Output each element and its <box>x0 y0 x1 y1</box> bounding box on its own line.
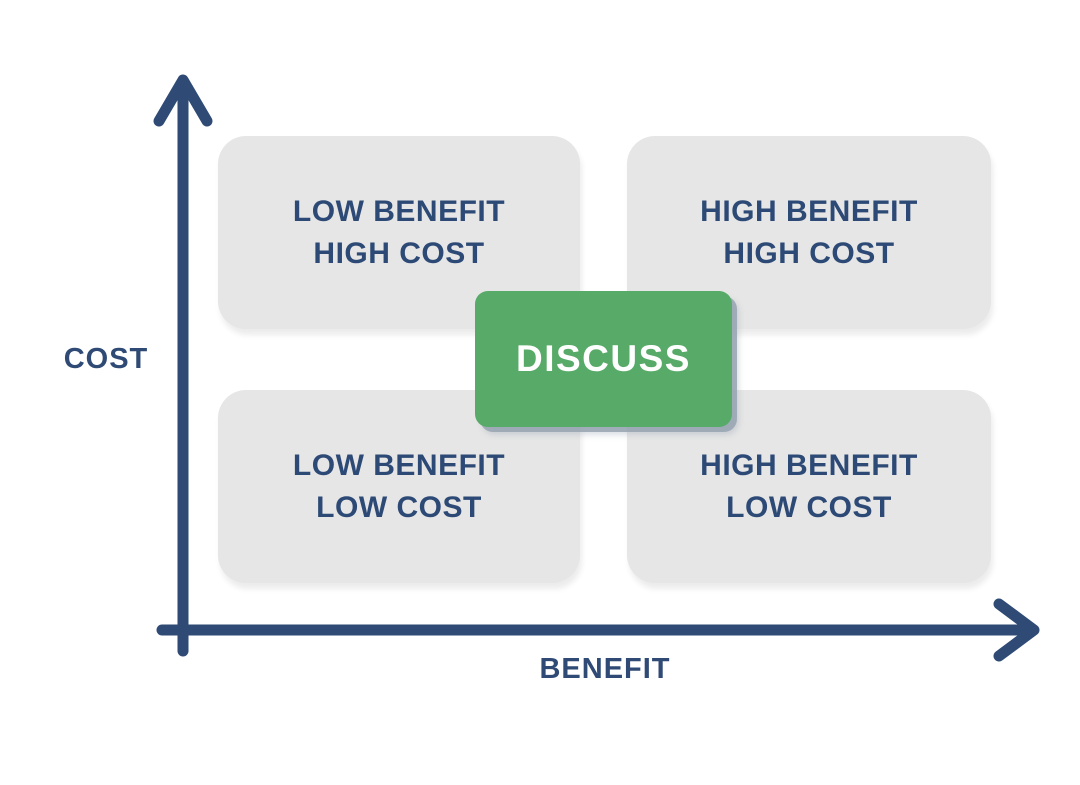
quadrant-label-line1: HIGH BENEFIT <box>700 194 918 228</box>
quadrant-label-line2: HIGH COST <box>313 236 485 270</box>
quadrant-label-line2: HIGH COST <box>723 236 895 270</box>
y-axis-label: COST <box>63 343 149 375</box>
x-axis-label: BENEFIT <box>539 653 671 685</box>
quadrant-label-line1: LOW BENEFIT <box>292 448 506 482</box>
x-axis-arrowhead-icon <box>993 598 1040 662</box>
quadrant-label-line1: HIGH BENEFIT <box>700 448 918 482</box>
quadrant-low-benefit-high-cost: LOW BENEFIT HIGH COST <box>218 136 580 329</box>
quadrant-label-line1: LOW BENEFIT <box>292 194 506 228</box>
quadrant-label-line2: LOW COST <box>726 490 892 524</box>
quadrant-label-line2: LOW COST <box>316 490 482 524</box>
y-axis-arrowhead-icon <box>153 74 213 127</box>
discuss-button-label: DISCUSS <box>516 338 691 379</box>
discuss-button[interactable]: DISCUSS <box>475 291 732 427</box>
